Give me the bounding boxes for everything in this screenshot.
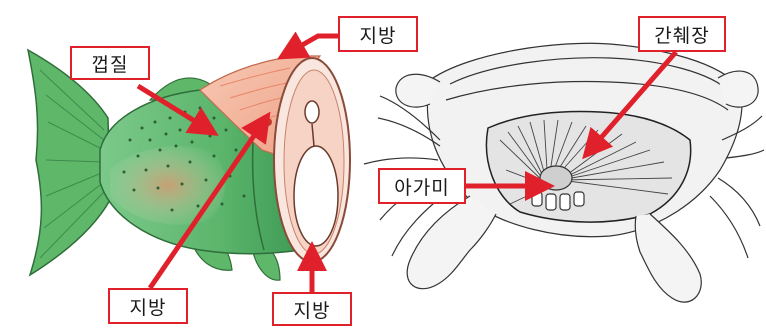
- label-fat-bottom-left: 지방: [108, 288, 188, 324]
- label-skin: 껍질: [70, 46, 150, 80]
- body-cavity: [294, 146, 338, 246]
- fish-dark-patch: [264, 118, 272, 126]
- crab-right-claw: [635, 214, 701, 302]
- fish-illustration: [28, 50, 350, 280]
- label-fat-bottom-right: 지방: [272, 292, 352, 326]
- crab-left-claw: [407, 196, 496, 289]
- arrow-fat-top: [290, 36, 340, 52]
- label-fat-top: 지방: [338, 16, 418, 52]
- label-gills: 아가미: [378, 168, 466, 204]
- crab-central-organ: [540, 166, 572, 190]
- fish-tail-fin: [28, 50, 110, 275]
- spinal-cord: [305, 101, 319, 123]
- label-hepatopancreas: 간췌장: [638, 16, 726, 52]
- crab-body-cavity: [486, 112, 690, 223]
